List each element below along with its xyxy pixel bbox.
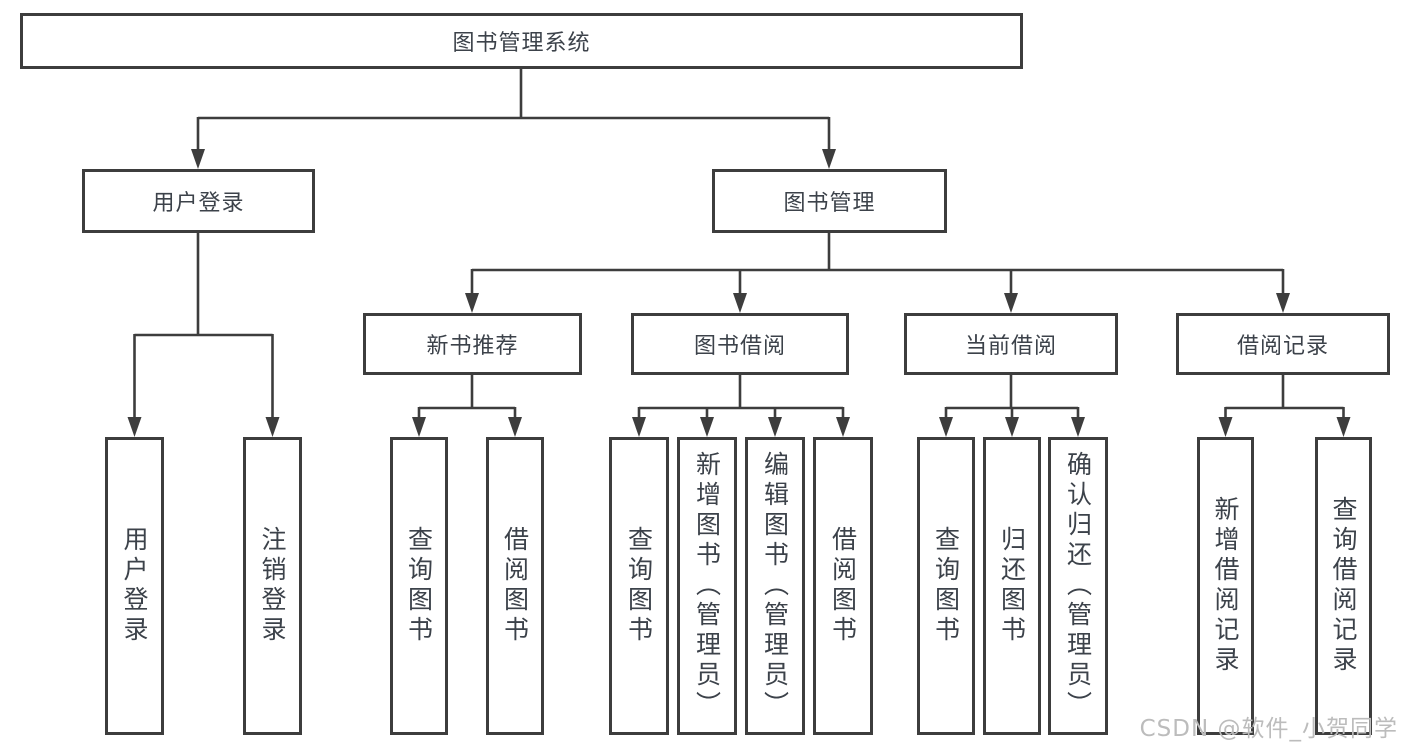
- node-book-borrow: 图书借阅: [631, 313, 849, 375]
- leaf-return-books: 归还图书: [983, 437, 1041, 735]
- arrowheads: [127, 149, 1351, 437]
- node-label: 图书管理: [783, 191, 876, 216]
- leaf-label: 查询图书: [624, 526, 654, 646]
- node-label: 用户登录: [152, 191, 245, 216]
- leaf-query-books-3: 查询图书: [917, 437, 975, 735]
- leaf-label: 查询借阅记录: [1329, 496, 1358, 676]
- leaf-label: 归还图书: [997, 526, 1027, 646]
- leaf-label: 查询图书: [931, 526, 961, 646]
- leaf-label: 借阅图书: [500, 526, 530, 646]
- node-current-borrow: 当前借阅: [904, 313, 1118, 375]
- node-label: 新书推荐: [426, 334, 519, 359]
- leaf-user-login: 用户登录: [105, 437, 164, 735]
- leaf-logout: 注销登录: [243, 437, 302, 735]
- node-borrow-records: 借阅记录: [1176, 313, 1390, 375]
- leaf-label: 新增图书（管理员）: [692, 451, 722, 721]
- leaf-label: 编辑图书（管理员）: [760, 451, 790, 721]
- node-user-login-branch: 用户登录: [82, 169, 315, 233]
- node-root: 图书管理系统: [20, 13, 1023, 69]
- leaf-label: 确认归还（管理员）: [1063, 451, 1093, 721]
- node-book-management-branch: 图书管理: [712, 169, 947, 233]
- leaf-label: 注销登录: [258, 526, 287, 646]
- leaf-label: 新增借阅记录: [1211, 496, 1240, 676]
- leaf-query-books-1: 查询图书: [390, 437, 448, 735]
- leaf-edit-books-admin: 编辑图书（管理员）: [745, 437, 805, 735]
- leaf-label: 借阅图书: [828, 526, 858, 646]
- node-label: 借阅记录: [1236, 334, 1329, 359]
- node-root-label: 图书管理系统: [452, 31, 591, 56]
- leaf-borrow-books-2: 借阅图书: [813, 437, 873, 735]
- node-label: 图书借阅: [693, 334, 786, 359]
- leaf-label: 查询图书: [404, 526, 434, 646]
- leaf-add-borrow-record: 新增借阅记录: [1197, 437, 1254, 735]
- leaf-query-books-2: 查询图书: [609, 437, 669, 735]
- leaf-query-borrow-record: 查询借阅记录: [1315, 437, 1372, 735]
- leaf-confirm-return-admin: 确认归还（管理员）: [1048, 437, 1108, 735]
- node-new-book-recommend: 新书推荐: [363, 313, 582, 375]
- leaf-label: 用户登录: [120, 526, 149, 646]
- leaf-borrow-books-1: 借阅图书: [486, 437, 544, 735]
- csdn-watermark: CSDN @软件_小贺同学: [1139, 716, 1398, 742]
- node-label: 当前借阅: [964, 334, 1057, 359]
- leaf-add-books-admin: 新增图书（管理员）: [677, 437, 737, 735]
